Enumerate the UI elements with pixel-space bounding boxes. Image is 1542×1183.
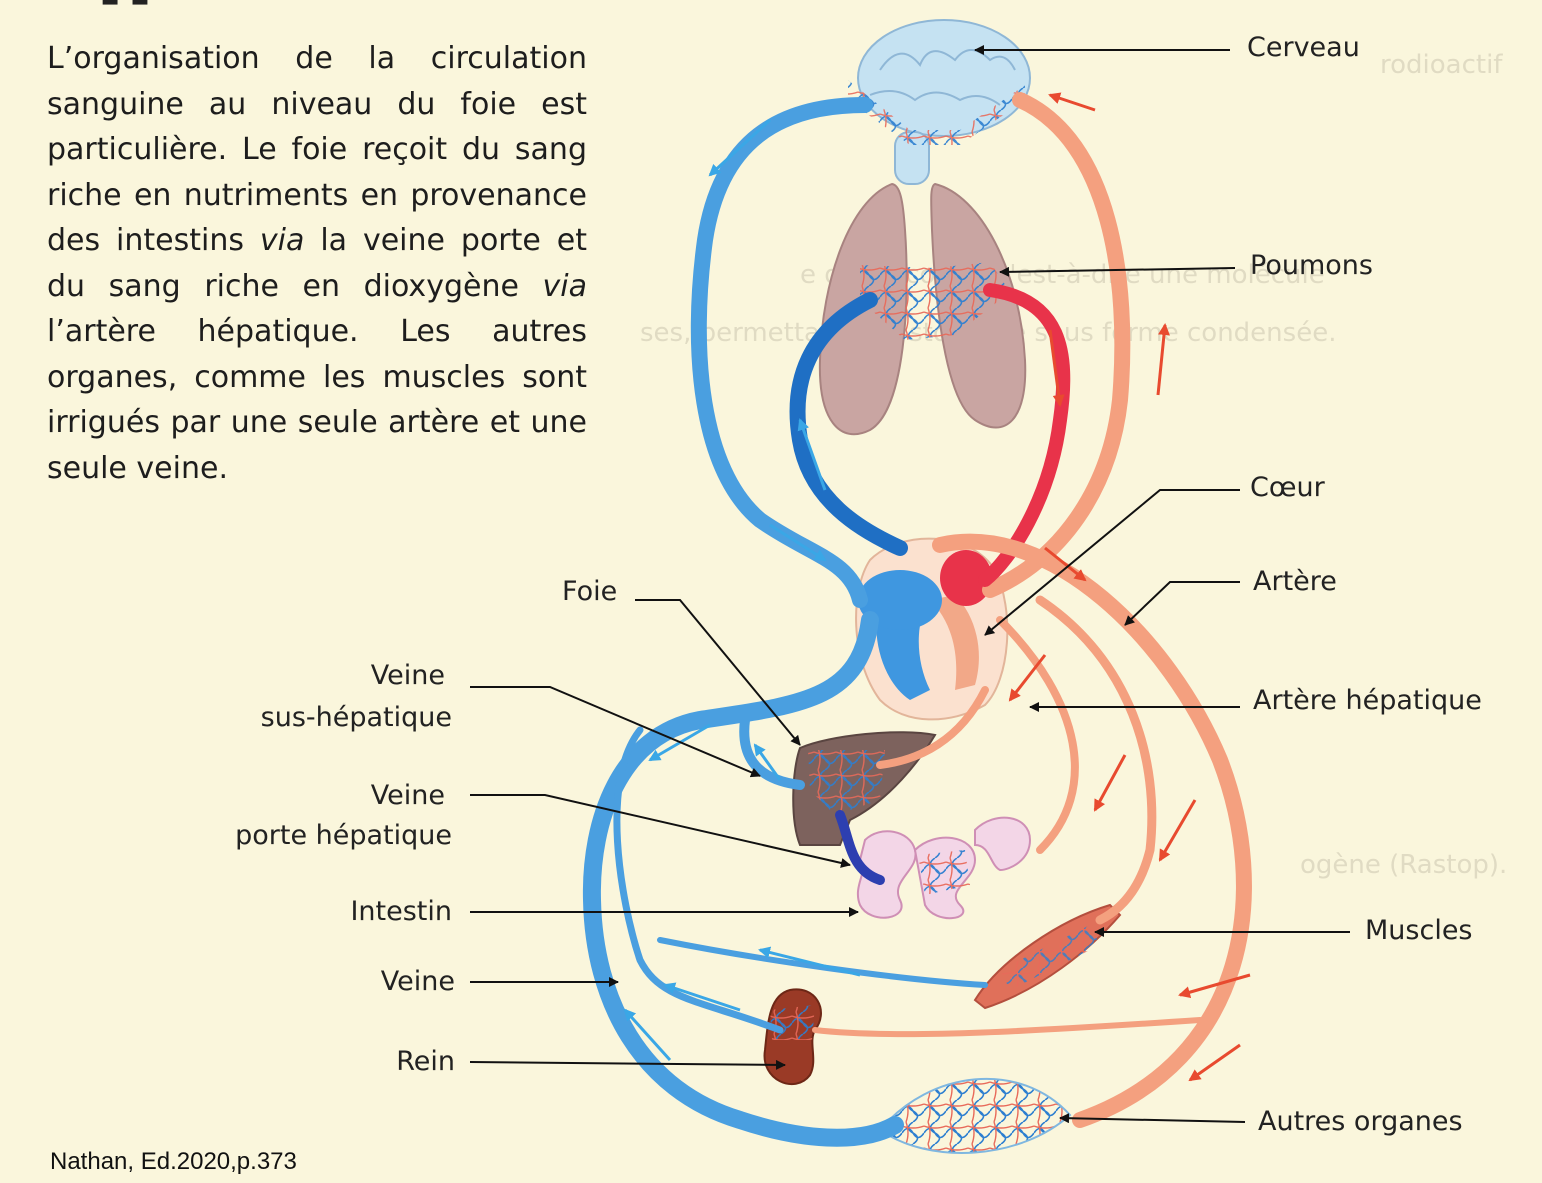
other-organs-capillary-icon: [880, 1079, 1070, 1153]
kidney-icon: [765, 989, 821, 1084]
label-artere: Artère: [1253, 566, 1337, 598]
label-foie: Foie: [562, 576, 617, 608]
label-coeur: Cœur: [1250, 472, 1325, 504]
source-citation: Nathan, Ed.2020,p.373: [50, 1148, 297, 1176]
brain-icon: [848, 20, 1030, 184]
intestine-icon: [858, 818, 1030, 919]
label-veine-sus-hepatique-line1: Veine: [300, 660, 445, 692]
label-autres-organes: Autres organes: [1258, 1106, 1463, 1138]
label-cerveau: Cerveau: [1247, 32, 1360, 64]
label-veine: Veine: [300, 966, 455, 998]
label-artere-hepatique: Artère hépatique: [1253, 685, 1482, 717]
label-veine-porte-line2: porte hépatique: [200, 820, 452, 852]
label-muscles: Muscles: [1365, 915, 1473, 947]
label-rein: Rein: [300, 1046, 455, 1078]
liver-icon: [793, 732, 935, 845]
label-intestin: Intestin: [300, 896, 452, 928]
label-veine-porte-line1: Veine: [300, 780, 445, 812]
label-poumons: Poumons: [1250, 250, 1373, 282]
label-veine-sus-hepatique-line2: sus-hépatique: [200, 702, 452, 734]
